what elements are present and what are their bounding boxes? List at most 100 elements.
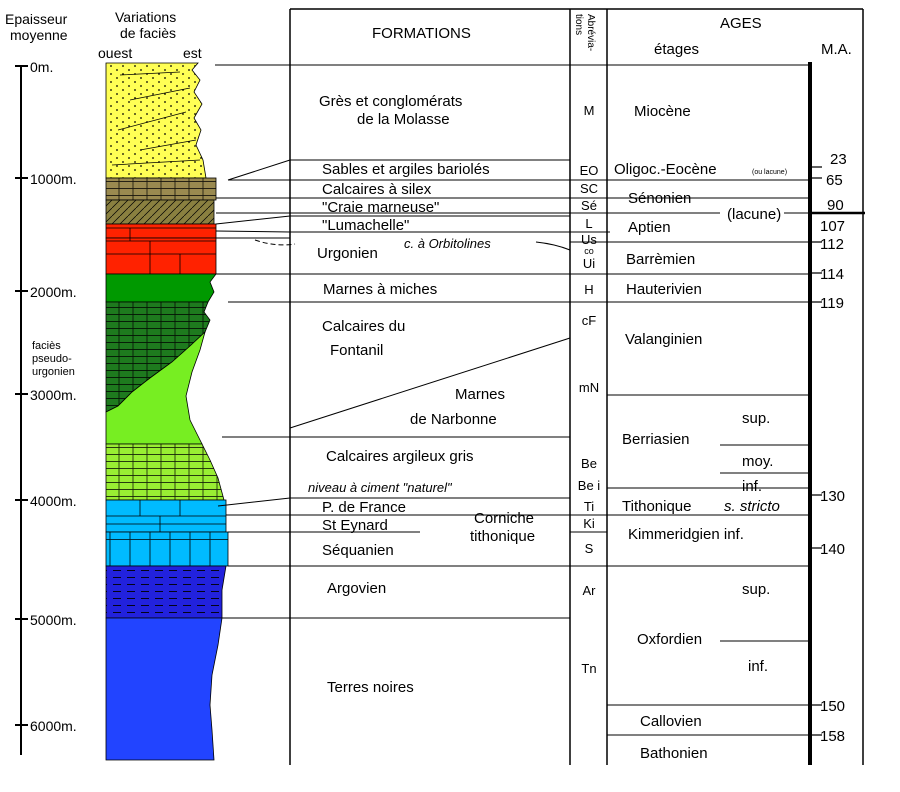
depth-label-5000: 5000m. bbox=[30, 612, 77, 628]
abbr-Us: Us bbox=[581, 232, 597, 247]
abbr-L: L bbox=[585, 216, 592, 231]
formation-corniche-1: Corniche bbox=[474, 510, 534, 527]
formations-column: Grès et conglomérats de la Molasse Sable… bbox=[308, 93, 535, 696]
stage-aptien: Aptien bbox=[628, 219, 671, 236]
boundary-lines bbox=[215, 159, 865, 736]
abbr-H: H bbox=[584, 282, 593, 297]
ma-130: 130 bbox=[820, 488, 845, 505]
thickness-header-1: Epaisseur bbox=[5, 11, 68, 27]
abbr-EO: EO bbox=[580, 163, 599, 178]
table-frame bbox=[215, 8, 864, 765]
abbr-M: M bbox=[584, 103, 595, 118]
formation-narbonne-1: Marnes bbox=[455, 386, 505, 403]
pseudo-urgonian-label-3: urgonien bbox=[32, 366, 75, 378]
ma-140: 140 bbox=[820, 541, 845, 558]
formations-header: FORMATIONS bbox=[372, 25, 471, 42]
depth-label-4000: 4000m. bbox=[30, 493, 77, 509]
abbr-Ui: Ui bbox=[583, 256, 595, 271]
west-label: ouest bbox=[98, 45, 132, 61]
formation-narbonne-2: de Narbonne bbox=[410, 411, 497, 428]
ma-23: 23 bbox=[830, 151, 847, 168]
ma-header: M.A. bbox=[821, 41, 852, 58]
formation-urgonien: Urgonien bbox=[317, 245, 378, 262]
stage-callovien: Callovien bbox=[640, 713, 702, 730]
facies-header-2: de faciès bbox=[120, 25, 176, 41]
ma-ticks bbox=[810, 166, 822, 736]
stage-oxfordien-inf: inf. bbox=[748, 658, 768, 675]
stage-berriasien-inf: inf. bbox=[742, 478, 762, 495]
east-label: est bbox=[183, 45, 202, 61]
formation-eynard: St Eynard bbox=[322, 517, 388, 534]
facies-header-1: Variations bbox=[115, 9, 176, 25]
layer-miches bbox=[105, 273, 217, 303]
formation-miches: Marnes à miches bbox=[323, 281, 437, 298]
pseudo-urgonian-label-2: pseudo- bbox=[32, 353, 72, 365]
ma-119: 119 bbox=[820, 295, 844, 312]
abbr-co: co bbox=[584, 246, 594, 256]
thickness-header-2: moyenne bbox=[10, 27, 68, 43]
stage-stricto: s. stricto bbox=[724, 498, 780, 515]
stage-oxfordien: Oxfordien bbox=[637, 631, 702, 648]
abbrev-header-2: tions bbox=[573, 14, 584, 35]
stage-senonien: Sénonien bbox=[628, 190, 691, 207]
layer-urgonien bbox=[105, 237, 217, 275]
formation-lumachelle: "Lumachelle" bbox=[322, 217, 409, 234]
abbr-Ar: Ar bbox=[583, 583, 597, 598]
depth-label-6000: 6000m. bbox=[30, 718, 77, 734]
depth-scale: Epaisseur moyenne 0m. 1000m. 2000m. 3000… bbox=[5, 11, 77, 755]
ma-107: 107 bbox=[820, 218, 845, 235]
formation-molasse-1: Grès et conglomérats bbox=[319, 93, 462, 110]
depth-label-2000: 2000m. bbox=[30, 284, 77, 300]
formation-craie: "Craie marneuse" bbox=[322, 199, 439, 216]
stage-kimmeridgien: Kimmeridgien inf. bbox=[628, 526, 744, 543]
stage-hauterivien: Hauterivien bbox=[626, 281, 702, 298]
formation-france: P. de France bbox=[322, 499, 406, 516]
stage-bathonien: Bathonien bbox=[640, 745, 708, 762]
stage-lacune: (lacune) bbox=[727, 206, 781, 223]
ma-column: 23 65 90 107 112 114 119 130 140 150 158 bbox=[820, 151, 847, 745]
stage-berriasien: Berriasien bbox=[622, 431, 690, 448]
formation-sables: Sables et argiles bariolés bbox=[322, 161, 490, 178]
depth-label-0: 0m. bbox=[30, 59, 53, 75]
formation-fontanil-2: Fontanil bbox=[330, 342, 383, 359]
layer-terres bbox=[105, 617, 223, 761]
formation-argovien: Argovien bbox=[327, 580, 386, 597]
ma-112: 112 bbox=[820, 236, 844, 253]
stage-berriasien-sup: sup. bbox=[742, 410, 770, 427]
stage-oxfordien-sup: sup. bbox=[742, 581, 770, 598]
abbr-Ti: Ti bbox=[584, 499, 594, 514]
abbr-mN: mN bbox=[579, 380, 599, 395]
ma-158: 158 bbox=[820, 728, 845, 745]
stages-column: Miocène Oligoc.-Eocène (ou lacune) Sénon… bbox=[614, 103, 787, 762]
abbrev-header-1: Abrévia- bbox=[585, 14, 596, 51]
stage-miocene: Miocène bbox=[634, 103, 691, 120]
formation-molasse-2: de la Molasse bbox=[357, 111, 450, 128]
depth-label-1000: 1000m. bbox=[30, 171, 77, 187]
layer-lumachelle bbox=[105, 223, 217, 239]
stage-tithonique: Tithonique bbox=[622, 498, 692, 515]
abbreviations-column: M EO SC Sé L Us co Ui H cF mN Be Be i Ti… bbox=[578, 103, 601, 676]
ma-65: 65 bbox=[826, 172, 843, 189]
formation-silex: Calcaires à silex bbox=[322, 181, 432, 198]
facies-column bbox=[105, 62, 229, 761]
ages-header: AGES bbox=[720, 15, 762, 32]
abbr-Be: Be bbox=[581, 456, 597, 471]
formation-orbitolines: c. à Orbitolines bbox=[404, 236, 491, 251]
stage-oligo-note: (ou lacune) bbox=[752, 169, 787, 176]
stages-header: étages bbox=[654, 41, 699, 58]
abbr-Se: Sé bbox=[581, 198, 597, 213]
ma-90: 90 bbox=[827, 197, 844, 214]
depth-label-3000: 3000m. bbox=[30, 387, 77, 403]
abbr-SC: SC bbox=[580, 181, 598, 196]
formation-corniche-2: tithonique bbox=[470, 528, 535, 545]
abbr-S: S bbox=[585, 541, 594, 556]
stage-oligo: Oligoc.-Eocène bbox=[614, 161, 717, 178]
abbr-cF: cF bbox=[582, 313, 597, 328]
formation-ciment: niveau à ciment "naturel" bbox=[308, 480, 453, 495]
ma-150: 150 bbox=[820, 698, 845, 715]
abbr-Bei: Be i bbox=[578, 478, 601, 493]
formation-gris: Calcaires argileux gris bbox=[326, 448, 474, 465]
abbr-Tn: Tn bbox=[581, 661, 596, 676]
formation-fontanil-1: Calcaires du bbox=[322, 318, 405, 335]
